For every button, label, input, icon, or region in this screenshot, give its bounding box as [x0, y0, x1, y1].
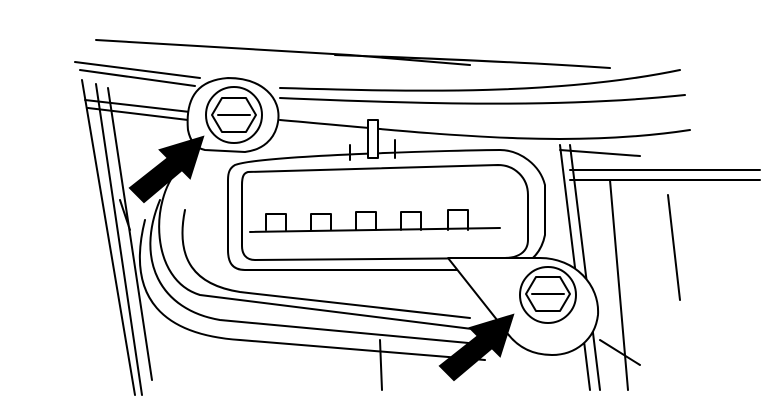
connector-pin: [310, 213, 332, 231]
connector-lip: [349, 139, 396, 161]
arrow-to-lower-bolt: [438, 313, 515, 382]
connector-latch: [367, 119, 379, 159]
housing-left-lines: [81, 79, 153, 396]
bolt-lower: [519, 266, 577, 324]
arrow-to-upper-bolt: [128, 135, 205, 204]
bolt-upper: [205, 86, 263, 144]
connector-pin: [400, 211, 422, 231]
connector-pin: [355, 211, 377, 231]
connector-pins: [249, 209, 501, 233]
connector-housing: [227, 149, 546, 271]
housing-upper-lines: [74, 39, 761, 181]
connector-pin: [447, 209, 469, 231]
connector-seal-outline: [139, 169, 491, 361]
connector-pin: [265, 213, 287, 231]
